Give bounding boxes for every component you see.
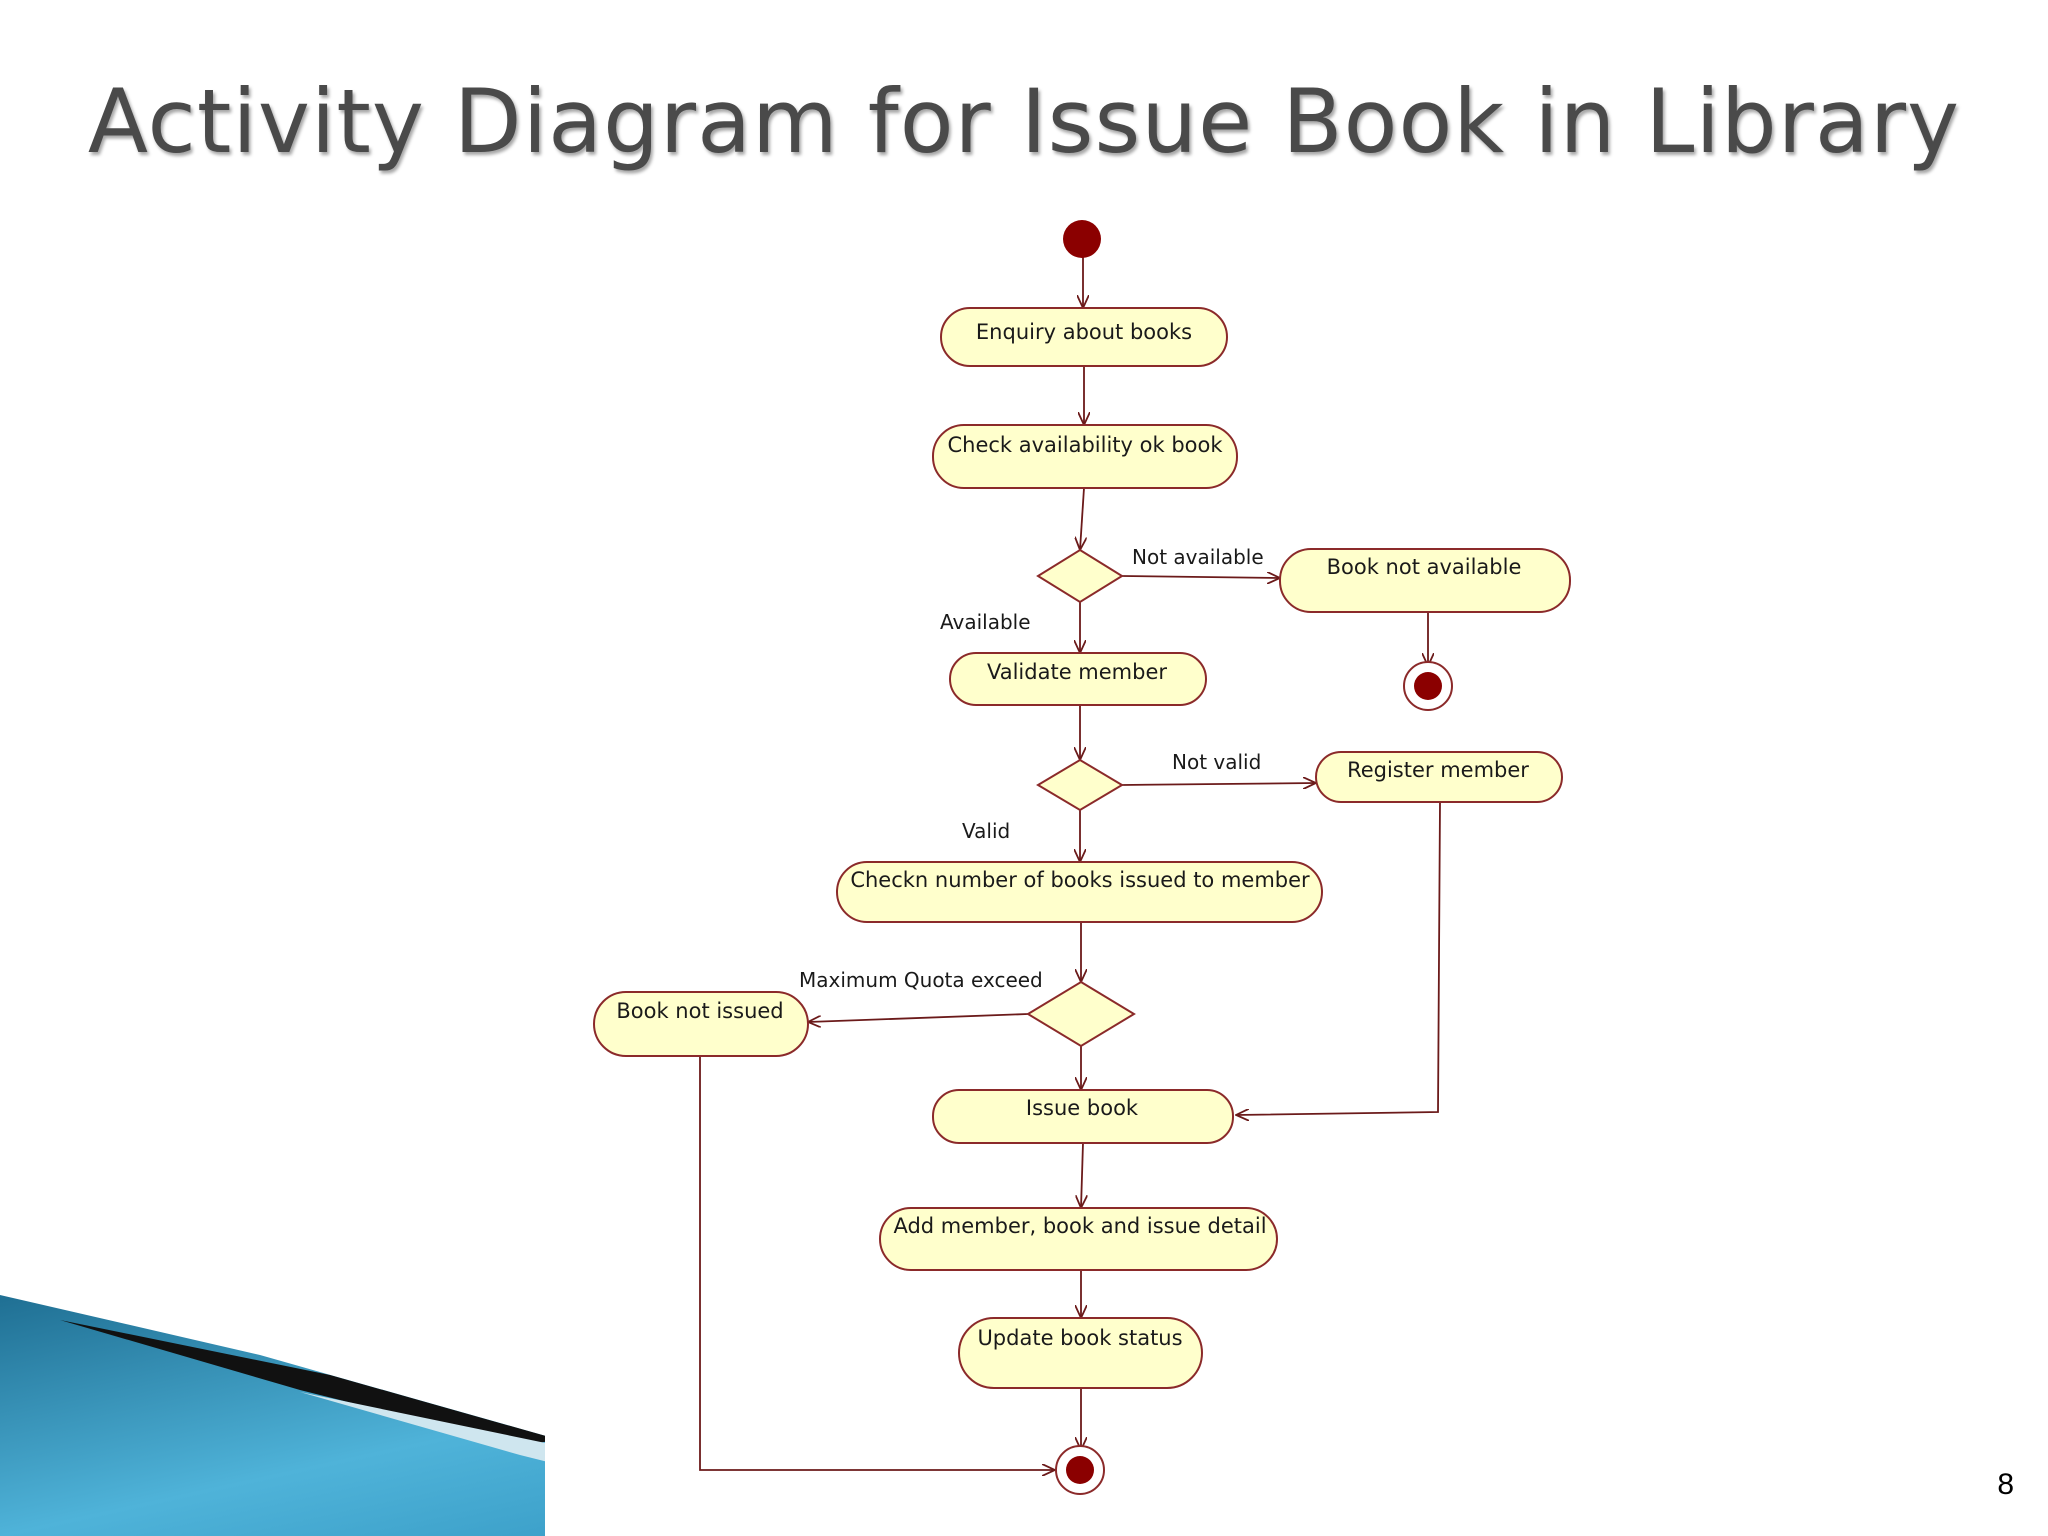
activity-enquiry: Enquiry about books [940,307,1228,367]
edge-not-valid [1121,783,1316,785]
edge-notissued-to-end [699,1056,1055,1470]
activity-issue-book: Issue book [932,1089,1234,1144]
edges [699,253,1441,1470]
activity-register-member-label: Register member [1347,758,1529,782]
decision-availability [1036,548,1124,604]
activity-add-detail: Add member, book and issue detail [879,1207,1278,1271]
edge-label-available: Available [940,610,1031,634]
activity-enquiry-label: Enquiry about books [976,320,1192,344]
page-number: 8 [1997,1468,2014,1501]
decor-dark-stripe [60,1320,560,1445]
edge-register-to-issue [1236,801,1441,1115]
edge-quota-exceed [808,1013,1029,1022]
activity-register-member: Register member [1315,751,1563,803]
slide-title: Activity Diagram for Issue Book in Libra… [87,70,1961,173]
activity-issue-book-label: Issue book [1026,1096,1139,1120]
edge-label-valid: Valid [962,819,1010,843]
edge-label-not-available: Not available [1132,545,1264,569]
edge-issue-to-add [1081,1142,1083,1208]
activity-validate-member-label: Validate member [987,660,1167,684]
activity-add-detail-label: Add member, book and issue detail [893,1214,1266,1238]
activity-book-not-issued: Book not issued [593,991,809,1057]
initial-node [1063,220,1101,258]
activity-book-not-issued-label: Book not issued [616,999,783,1023]
edge-label-quota-exceed: Maximum Quota exceed [799,968,1043,992]
activity-check-number-label: Checkn number of books issued to member [850,868,1310,892]
decor-blue-swoosh [0,1295,1100,1536]
activity-check-number: Checkn number of books issued to member [836,861,1323,923]
edge-check-to-decision1 [1080,487,1084,550]
activity-update-status: Update book status [958,1317,1203,1389]
edge-not-available [1121,576,1280,578]
activity-check-availability-label: Check availability ok book [947,433,1223,457]
activity-validate-member: Validate member [949,652,1207,706]
activity-check-availability: Check availability ok book [932,424,1238,489]
activity-update-status-label: Update book status [977,1326,1182,1350]
activity-book-not-available-label: Book not available [1327,555,1522,579]
final-node-main [1055,1445,1105,1495]
final-node-not-available [1403,661,1453,711]
decision-quota [1026,980,1136,1048]
activity-book-not-available: Book not available [1279,548,1571,613]
decision-validity [1036,758,1124,812]
edge-label-not-valid: Not valid [1172,750,1261,774]
